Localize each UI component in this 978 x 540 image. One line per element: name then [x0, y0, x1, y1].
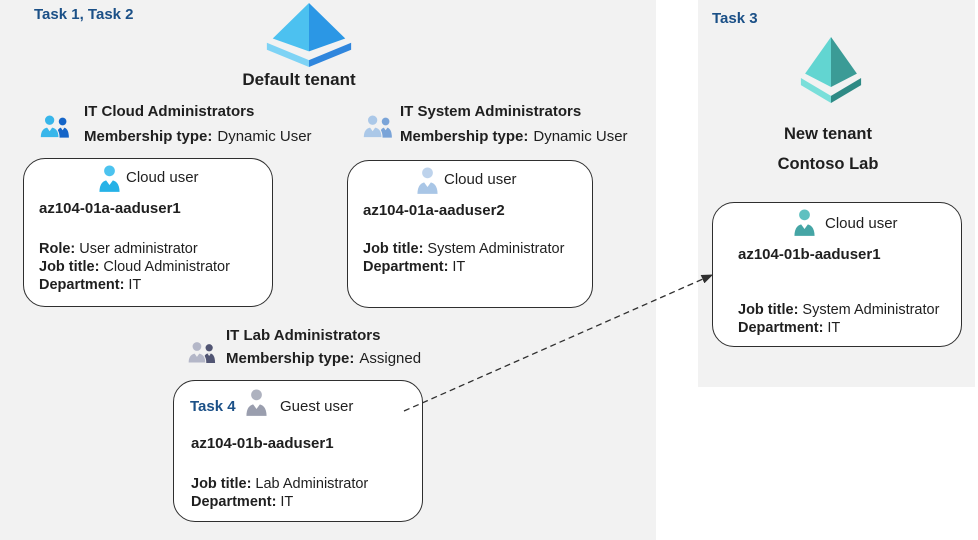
job-title-line: Job title:Lab Administrator [191, 475, 368, 493]
job-title-value: System Administrator [802, 302, 940, 318]
job-title-label: Job title: [191, 476, 252, 492]
user-attributes: Job title:System Administrator Departmen… [363, 240, 564, 276]
membership-type-value: Assigned [359, 350, 422, 367]
user-card-aaduser1: Cloud user az104-01a-aaduser1 Role:User … [23, 158, 273, 307]
user-type-label: Cloud user [444, 171, 517, 188]
department-line: Department:IT [363, 258, 564, 276]
job-title-line: Job title:System Administrator [363, 240, 564, 258]
department-label: Department: [191, 494, 277, 510]
user-type-label: Guest user [280, 398, 354, 415]
group-name-system-admins: IT System Administrators [400, 103, 582, 120]
user-attributes: Job title:System Administrator Departmen… [738, 301, 939, 337]
job-title-label: Job title: [39, 259, 100, 275]
task-3-label: Task 3 [712, 10, 758, 27]
department-label: Department: [738, 320, 824, 336]
department-line: Department:IT [738, 319, 939, 337]
membership-type-label: Membership type: [84, 128, 213, 145]
department-label: Department: [39, 277, 125, 293]
username: az104-01b-aaduser1 [191, 435, 334, 452]
username: az104-01a-aaduser2 [363, 202, 505, 219]
new-tenant-title-line2: Contoso Lab [777, 155, 879, 173]
new-tenant-user-card: Cloud user az104-01b-aaduser1 Job title:… [712, 202, 962, 347]
department-line: Department:IT [191, 493, 368, 511]
membership-type-label: Membership type: [226, 350, 355, 367]
job-title-label: Job title: [738, 302, 799, 318]
azure-ad-tenant-icon [266, 3, 352, 67]
job-title-value: Lab Administrator [255, 476, 369, 492]
role-value: User administrator [79, 241, 198, 257]
department-value: IT [827, 320, 841, 336]
membership-type-label: Membership type: [400, 128, 529, 145]
job-title-value: System Administrator [427, 241, 565, 257]
guest-user-card: Task 4 Guest user az104-01b-aaduser1 Job… [173, 380, 423, 522]
azure-ad-new-tenant-icon [800, 37, 862, 103]
new-tenant-title-line1: New tenant [783, 125, 872, 143]
group-membership-system-admins: Membership type:Dynamic User [400, 128, 628, 145]
guest-user-icon [246, 389, 267, 416]
group-icon-lab-admins [187, 341, 216, 364]
department-value: IT [128, 277, 142, 293]
job-title-line: Job title:System Administrator [738, 301, 939, 319]
group-membership-cloud-admins: Membership type:Dynamic User [84, 128, 312, 145]
department-line: Department:IT [39, 276, 230, 294]
group-name-lab-admins: IT Lab Administrators [226, 327, 381, 344]
group-icon-cloud-admins [39, 114, 69, 139]
department-label: Department: [363, 259, 449, 275]
user-type-label: Cloud user [126, 169, 199, 186]
task-1-2-label: Task 1, Task 2 [34, 6, 134, 23]
username: az104-01a-aaduser1 [39, 200, 181, 217]
user-attributes: Role:User administrator Job title:Cloud … [39, 240, 230, 294]
department-value: IT [452, 259, 466, 275]
job-title-value: Cloud Administrator [103, 259, 230, 275]
job-title-line: Job title:Cloud Administrator [39, 258, 230, 276]
group-membership-lab-admins: Membership type:Assigned [226, 350, 421, 367]
role-line: Role:User administrator [39, 240, 230, 258]
group-name-cloud-admins: IT Cloud Administrators [84, 103, 255, 120]
user-card-aaduser2: Cloud user az104-01a-aaduser2 Job title:… [347, 160, 593, 308]
cloud-user-icon [99, 165, 120, 192]
role-label: Role: [39, 241, 76, 257]
department-value: IT [280, 494, 294, 510]
user-type-label: Cloud user [825, 215, 898, 232]
default-tenant-title: Default tenant [242, 70, 356, 89]
cloud-user-icon [417, 167, 438, 194]
cloud-user-icon [794, 209, 815, 236]
membership-type-value: Dynamic User [533, 128, 628, 145]
user-attributes: Job title:Lab Administrator Department:I… [191, 475, 368, 511]
membership-type-value: Dynamic User [217, 128, 312, 145]
username: az104-01b-aaduser1 [738, 246, 881, 263]
task-4-label: Task 4 [190, 398, 236, 415]
job-title-label: Job title: [363, 241, 424, 257]
group-icon-system-admins [362, 114, 392, 139]
new-tenant-title: New tenant Contoso Lab [744, 119, 912, 179]
